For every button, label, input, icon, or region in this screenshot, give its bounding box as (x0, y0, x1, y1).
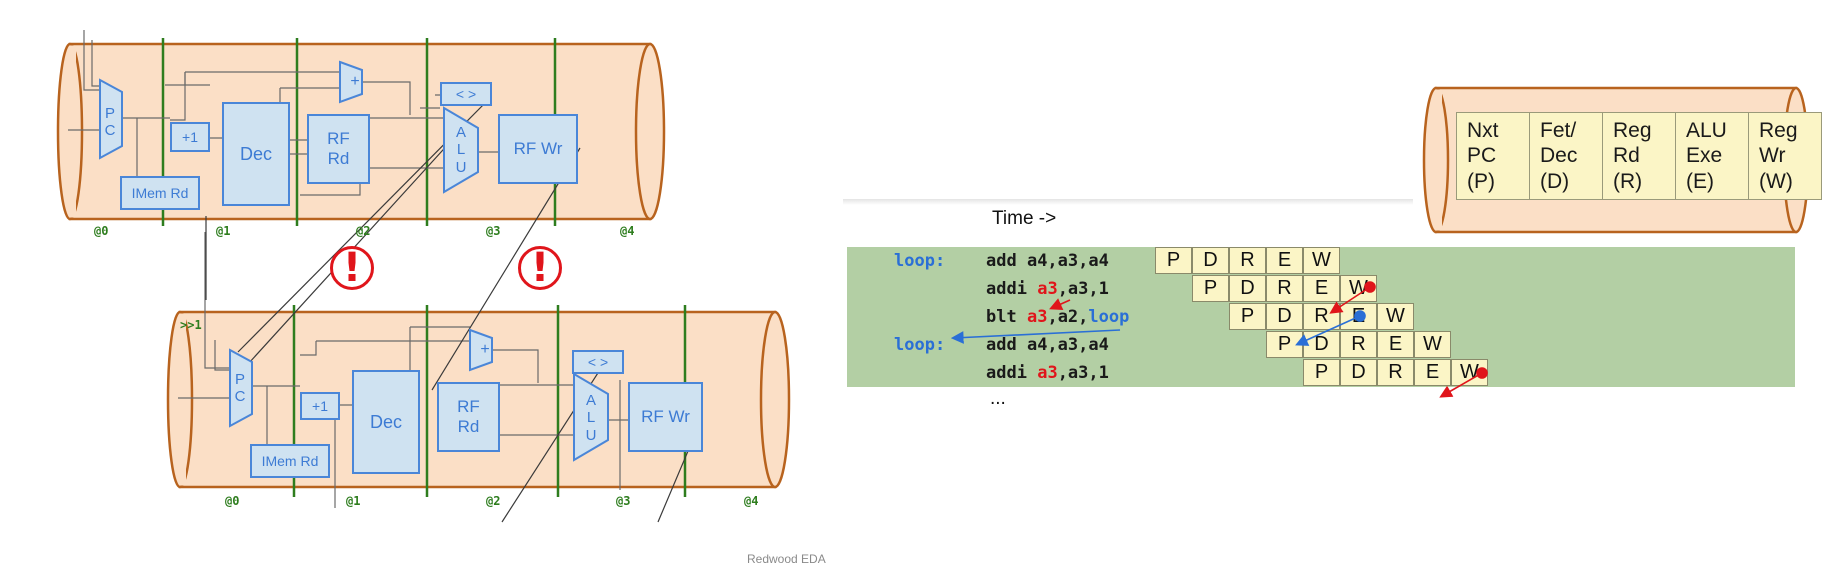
stage-cell: D (1192, 247, 1229, 274)
bottom-imem-block: IMem Rd (250, 444, 330, 478)
top-stage-label-3: @3 (486, 224, 501, 238)
top-alu-label: A L U (455, 124, 467, 176)
top-dec-block: Dec (222, 102, 290, 206)
instruction-args-pre: a4,a3,a4 (1016, 251, 1109, 271)
stage-cell: R (1266, 275, 1303, 302)
pipeline-stage-legend: Nxt PC (P) Fet/ Dec (D) Reg Rd (R) ALU E… (1456, 112, 1822, 200)
instruction-label: loop: (894, 251, 946, 271)
stage-cell: R (1377, 359, 1414, 386)
stage-cell: D (1340, 359, 1377, 386)
top-stage-label-0: @0 (94, 224, 109, 238)
top-stage-label-2: @2 (356, 224, 371, 238)
red-bypass-arrows (1049, 281, 1488, 398)
instruction-op: addi (986, 279, 1027, 299)
bottom-cmp-block: < > (572, 350, 624, 374)
instruction-red: a3 (1037, 279, 1058, 299)
stage-cell: W (1303, 247, 1340, 274)
top-rfwr-block: RF Wr (498, 114, 578, 184)
bottom-stage-label-1: @1 (346, 494, 361, 508)
footer-credit: Redwood EDA (747, 552, 826, 566)
bottom-stage-label-3: @3 (616, 494, 631, 508)
instruction-red: a3 (1026, 307, 1048, 327)
top-plus1-block: +1 (170, 122, 210, 152)
instruction-op: add (986, 251, 1017, 271)
bypass-arrows-svg (950, 281, 1488, 398)
bottom-stage-label-4: @4 (744, 494, 759, 508)
ellipsis: ... (990, 388, 1006, 409)
instruction-op: add (986, 335, 1017, 355)
instruction-op: addi (986, 363, 1027, 383)
instruction-text: add a4,a3,a4 (986, 251, 1109, 271)
stage-cell: E (1377, 331, 1414, 358)
instruction-red: a3 (1037, 363, 1058, 383)
bottom-pc-label: P C (234, 370, 246, 405)
top-imem-block: IMem Rd (120, 176, 200, 210)
top-rfrd-block: RF Rd (307, 114, 370, 184)
instruction-text: addi a3,a3,1 (986, 363, 1109, 383)
legend-stage-p: Nxt PC (P) (1456, 112, 1530, 200)
stage-cell: P (1192, 275, 1229, 302)
instruction-text: blt a3,a2,loop (986, 307, 1129, 327)
hazard-warning-icon-1: ! (330, 245, 374, 291)
hazard-warning-icon-2: ! (518, 245, 562, 291)
bottom-rfrd-block: RF Rd (437, 382, 500, 452)
stage-cell: E (1414, 359, 1451, 386)
blue-branch-arrows (950, 310, 1366, 346)
stage-cell: W (1414, 331, 1451, 358)
top-cmp-block: < > (440, 82, 492, 106)
bottom-dec-block: Dec (352, 370, 420, 474)
bottom-retiming-label: >>1 (180, 318, 202, 332)
top-adder-label: + (350, 72, 360, 90)
legend-stage-d: Fet/ Dec (D) (1529, 112, 1603, 200)
stage-cell: P (1155, 247, 1192, 274)
legend-stage-r: Reg Rd (R) (1602, 112, 1676, 200)
stage-cell: W (1377, 303, 1414, 330)
stage-cell: R (1229, 247, 1266, 274)
bottom-adder-label: + (480, 340, 490, 358)
instruction-text: addi a3,a3,1 (986, 279, 1109, 299)
instruction-label: loop: (894, 335, 946, 355)
bottom-stage-label-2: @2 (486, 494, 501, 508)
stage-cell: E (1266, 247, 1303, 274)
top-stage-label-4: @4 (620, 224, 635, 238)
bottom-rfwr-block: RF Wr (628, 382, 703, 452)
legend-stage-e: ALU Exe (E) (1675, 112, 1749, 200)
stage-cell: R (1340, 331, 1377, 358)
instruction-args-post: ,a3,1 (1057, 279, 1109, 299)
top-stage-label-1: @1 (216, 224, 231, 238)
bottom-plus1-block: +1 (300, 392, 340, 420)
trapezoid-units (99, 60, 609, 462)
top-pc-label: P C (104, 104, 116, 139)
legend-stage-w: Reg Wr (W) (1748, 112, 1822, 200)
instruction-args-pre: a4,a3,a4 (1016, 335, 1109, 355)
stage-cell: P (1229, 303, 1266, 330)
stage-cell: D (1229, 275, 1266, 302)
divider-shadow (843, 199, 1413, 205)
instruction-args-post: ,a2, (1047, 307, 1089, 327)
time-axis-label: Time -> (992, 208, 1057, 229)
bottom-stage-label-0: @0 (225, 494, 240, 508)
instruction-args-post: ,a3,1 (1057, 363, 1109, 383)
stage-cell: P (1303, 359, 1340, 386)
instruction-op: blt (986, 307, 1017, 327)
instruction-text: add a4,a3,a4 (986, 335, 1109, 355)
stage-cell: E (1303, 275, 1340, 302)
instruction-blue: loop (1088, 307, 1130, 327)
stage-cell: D (1266, 303, 1303, 330)
bottom-alu-label: A L U (585, 392, 597, 444)
